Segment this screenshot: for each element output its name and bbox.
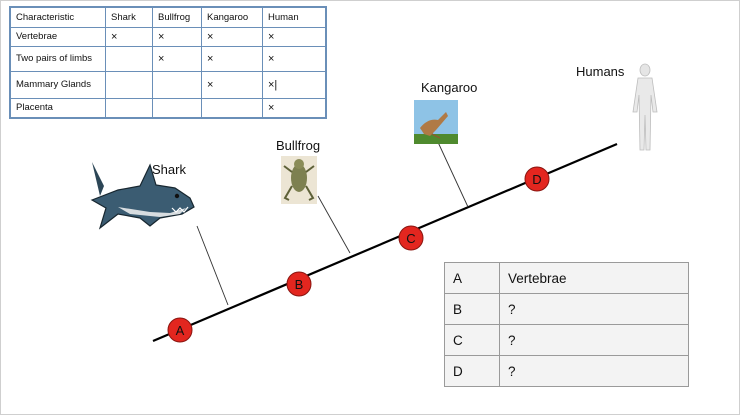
answer-value[interactable]: Vertebrae bbox=[499, 262, 689, 294]
bullfrog-image bbox=[281, 156, 317, 204]
answer-value[interactable]: ? bbox=[499, 293, 689, 325]
bullfrog-label: Bullfrog bbox=[276, 138, 321, 153]
node-b-label: B bbox=[295, 277, 304, 292]
answer-key: A bbox=[444, 262, 500, 294]
answer-value[interactable]: ? bbox=[499, 324, 689, 356]
human-image bbox=[632, 63, 658, 151]
cell-mark: × bbox=[201, 71, 263, 99]
table-row: B ? bbox=[444, 293, 689, 325]
table-row: Mammary Glands × ×| bbox=[9, 71, 327, 99]
cell-mark[interactable]: ×| bbox=[262, 71, 327, 99]
kangaroo-label: Kangaroo bbox=[421, 80, 478, 95]
cell-mark bbox=[201, 98, 263, 119]
table-row: Placenta × bbox=[9, 98, 327, 119]
answer-key: B bbox=[444, 293, 500, 325]
answer-table: A Vertebrae B ? C ? D ? bbox=[444, 262, 689, 387]
branch-shark bbox=[196, 225, 229, 306]
shark-label: Shark bbox=[152, 162, 186, 177]
row-label: Two pairs of limbs bbox=[9, 46, 106, 72]
answer-key: D bbox=[444, 355, 500, 387]
node-a-label: A bbox=[176, 323, 185, 338]
node-b: B bbox=[286, 271, 312, 297]
branch-kangaroo bbox=[436, 139, 469, 208]
node-a: A bbox=[167, 317, 193, 343]
table-row: D ? bbox=[444, 355, 689, 387]
table-row: C ? bbox=[444, 324, 689, 356]
node-d-label: D bbox=[532, 172, 541, 187]
branch-bullfrog bbox=[317, 195, 351, 254]
humans-label: Humans bbox=[576, 64, 625, 79]
node-c-label: C bbox=[406, 231, 415, 246]
cell-mark: × bbox=[262, 46, 327, 72]
table-row: A Vertebrae bbox=[444, 262, 689, 294]
shark-image bbox=[90, 162, 195, 230]
characteristics-table: Characteristic Shark Bullfrog Kangaroo H… bbox=[9, 6, 327, 119]
answer-key: C bbox=[444, 324, 500, 356]
row-label: Mammary Glands bbox=[9, 71, 106, 99]
kangaroo-image bbox=[414, 100, 458, 144]
node-c: C bbox=[398, 225, 424, 251]
cell-mark bbox=[152, 71, 202, 99]
node-d: D bbox=[524, 166, 550, 192]
answer-value[interactable]: ? bbox=[499, 355, 689, 387]
row-label: Placenta bbox=[9, 98, 106, 119]
cell-mark: × bbox=[262, 98, 327, 119]
